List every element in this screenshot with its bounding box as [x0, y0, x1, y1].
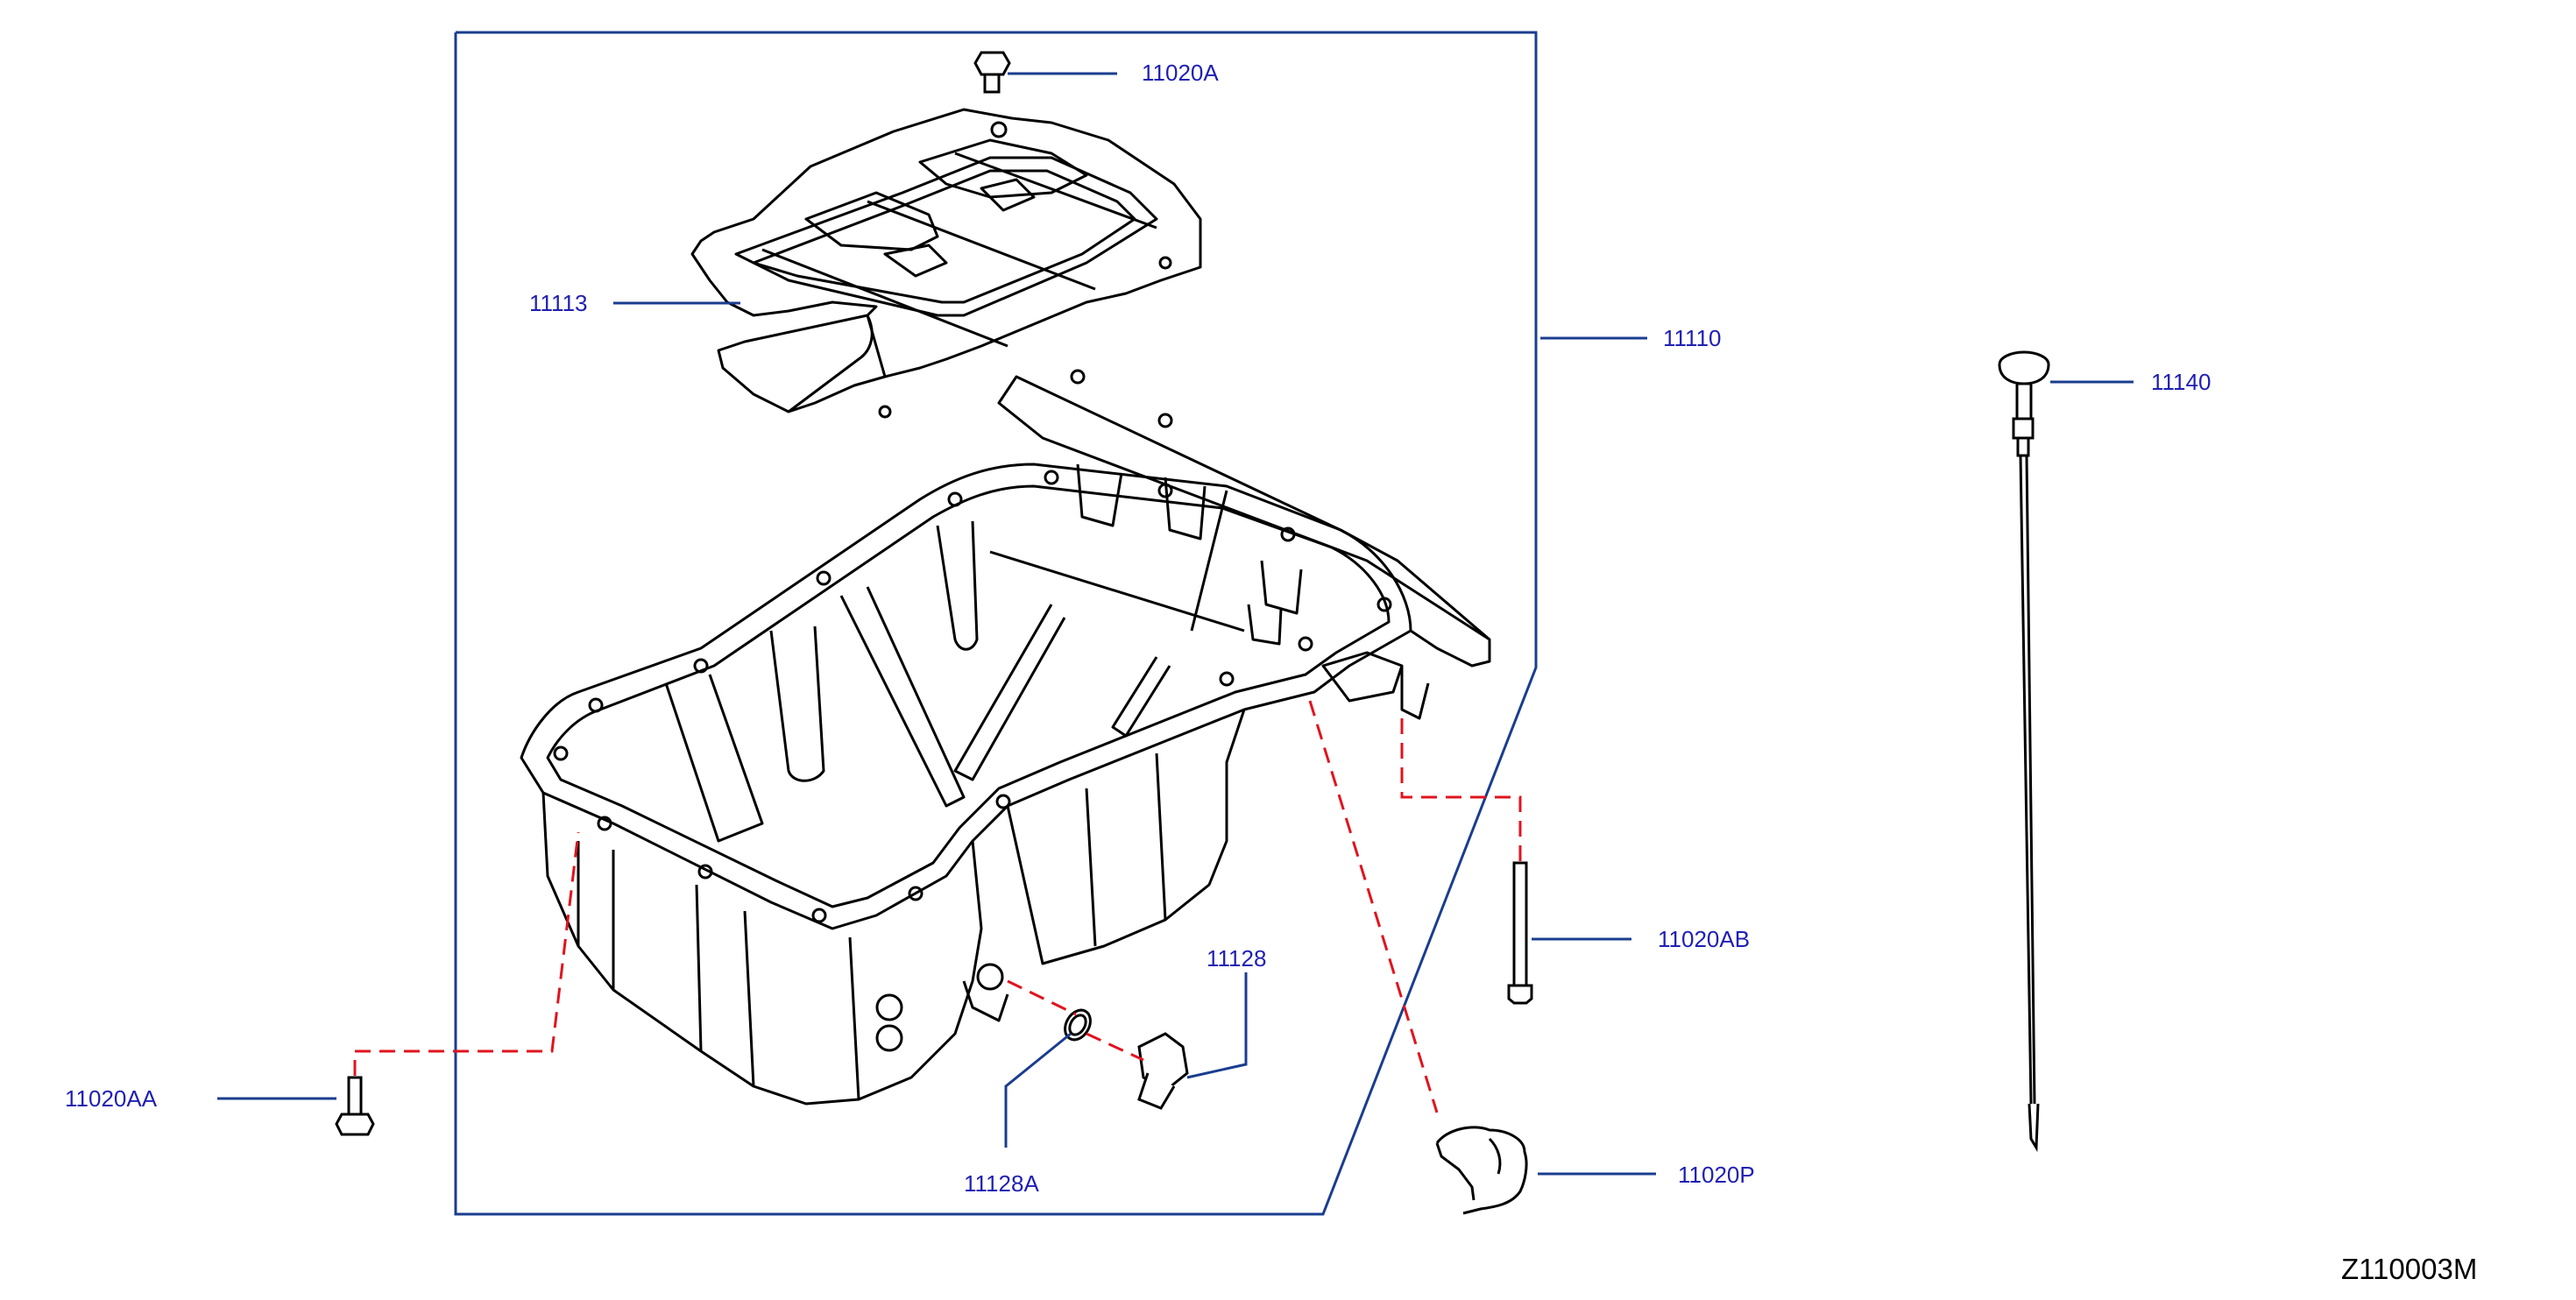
callout-11020AB: 11020AB: [1658, 926, 1750, 952]
leader-lines: [217, 72, 2134, 1176]
oil-pan: [520, 369, 1491, 1106]
leader-11128A: [1004, 1032, 1072, 1148]
dashed-guides: [353, 700, 1522, 1113]
drain-plug-11128: [1137, 1032, 1189, 1110]
diagram-id-code: Z110003M: [2341, 1253, 2477, 1285]
guide-11020AB: [1400, 710, 1522, 861]
callout-11020A: 11020A: [1142, 60, 1219, 86]
guide-plug: [1086, 1032, 1144, 1062]
callout-11128: 11128: [1207, 945, 1266, 971]
callout-11020P: 11020P: [1678, 1162, 1755, 1188]
dipstick-11140: [1998, 350, 2050, 1153]
assembly-frame: [454, 31, 1538, 1216]
washer-11128A: [1064, 1008, 1092, 1042]
bolt-11020A: [973, 51, 1011, 94]
bolt-11020AB: [1507, 861, 1533, 1005]
bolt-11020AA: [335, 1076, 375, 1136]
callout-11113: 11113: [529, 290, 588, 316]
leader-11128: [1186, 972, 1248, 1079]
callout-11020AA: 11020AA: [65, 1085, 158, 1112]
baffle-plate: [690, 108, 1202, 419]
callout-11140: 11140: [2151, 369, 2211, 395]
callout-11110: 11110: [1663, 325, 1722, 351]
callout-11128A: 11128A: [964, 1170, 1039, 1197]
guide-11020AA: [353, 831, 580, 1076]
sealant-11020P: [1435, 1126, 1528, 1215]
guide-drain: [1007, 979, 1077, 1016]
guide-11020P: [1308, 700, 1439, 1113]
